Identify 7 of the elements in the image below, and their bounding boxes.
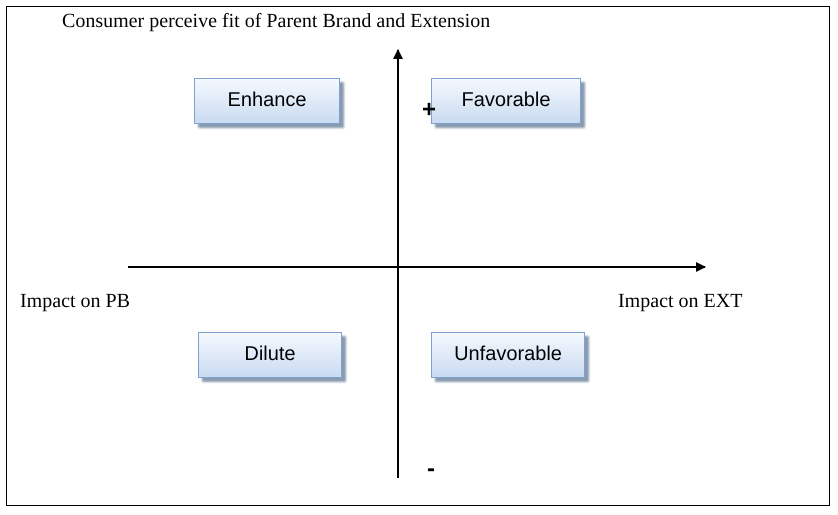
- axis-label: Impact on EXT: [618, 290, 742, 313]
- chart-title: Consumer perceive fit of Parent Brand and Extension: [62, 10, 490, 33]
- axis-label: Impact on PB: [20, 290, 130, 313]
- quadrant-box: Enhance: [194, 78, 340, 124]
- minus-sign: -: [427, 455, 435, 483]
- quadrant-box: Dilute: [198, 332, 342, 378]
- quadrant-box: Unfavorable: [431, 332, 585, 378]
